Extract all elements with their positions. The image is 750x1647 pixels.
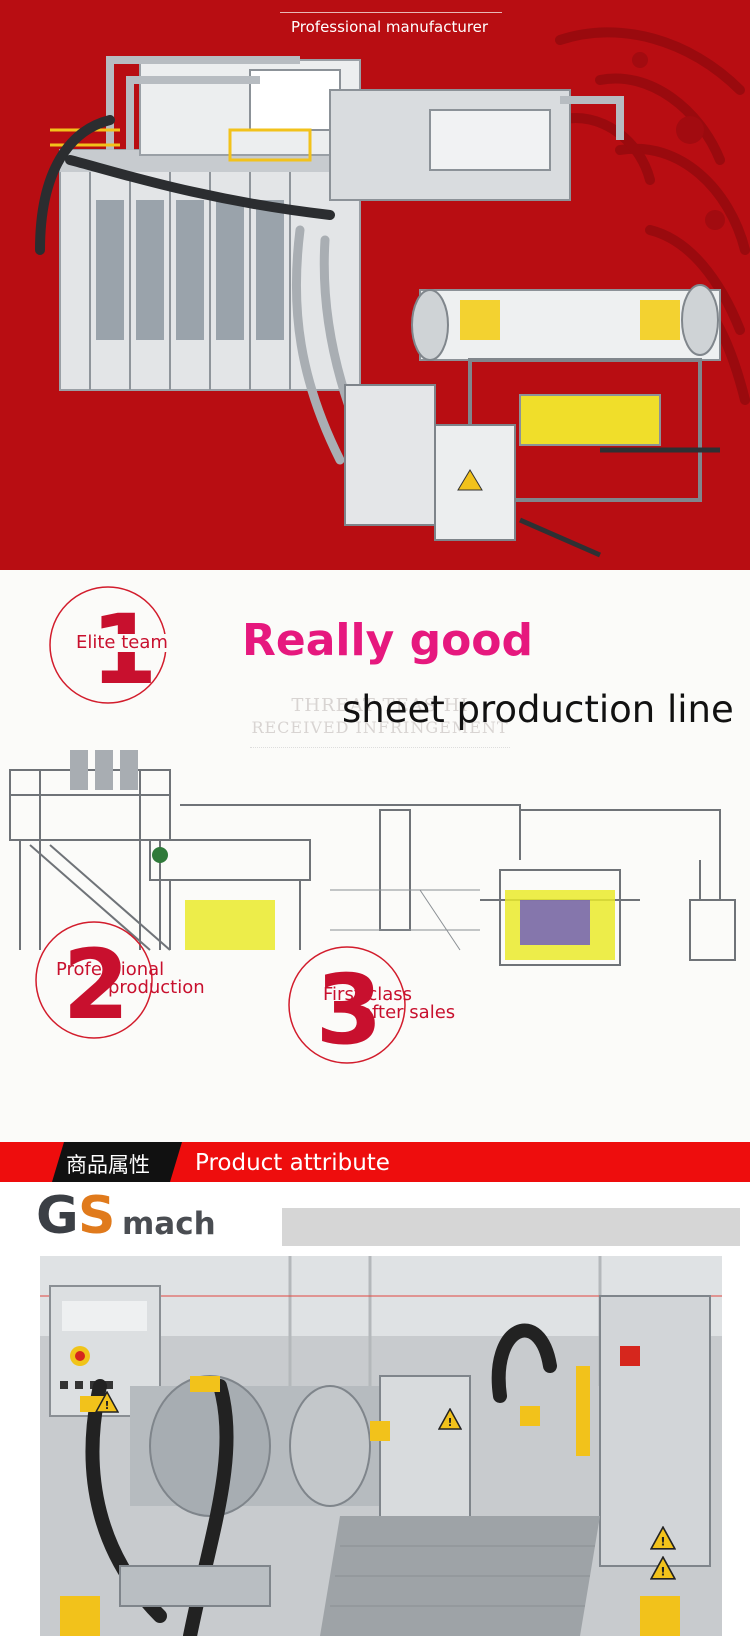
badge-first-class-after-sales: 3 First-class after sales [287,945,467,1065]
watermark-divider [250,747,510,748]
badge-2-label-line-2: production [108,977,205,998]
placeholder-bar [282,1208,740,1246]
watermark-line-1: THREAT TEAS HI [291,695,469,716]
features-section: Really good THREAT TEAS HI RECEIVED INFR… [0,570,750,1142]
headline-sheet-production-line: sheet production line [342,688,734,731]
attribute-label-cn: 商品属性 [66,1153,150,1177]
warning-triangle-icon: ! [95,1391,119,1413]
badge-3-graphic: 3 [288,946,406,1065]
watermark-line-2: RECEIVED INFRINGEMENT [251,718,509,737]
logo-word-mach: mach [122,1206,216,1242]
production-line-drawing [9,750,736,966]
badge-3-number: 3 [316,954,383,1065]
product-attribute-bar: 商品属性 Product attribute [0,1142,750,1182]
badge-2-graphic: 2 [35,921,153,1040]
cast-film-machine-image [35,56,721,558]
svg-text:!: ! [104,1399,109,1412]
badge-2-label-line-1: Professional [56,959,165,980]
attribute-label-en: Product attribute [195,1150,390,1176]
svg-text:!: ! [660,1565,665,1579]
hero-banner: Professional manufacturer [0,0,750,570]
badge-2-number: 2 [63,929,130,1040]
hero-subtitle: Professional manufacturer [291,18,489,36]
subtitle-divider [280,12,502,13]
badge-elite-team: 1 Elite team [46,585,176,705]
svg-text:!: ! [447,1416,452,1429]
logo-letter-g: G [36,1186,79,1246]
badge-professional-production: 2 Professional production [34,920,205,1040]
warning-triangle-icon: ! [650,1556,676,1580]
watermark-text: THREAT TEAS HI RECEIVED INFRINGEMENT [170,695,590,739]
badge-3-label-line-2: after sales [361,1002,456,1023]
attribute-tab-shape [52,1142,182,1182]
warning-triangle-icon: ! [438,1408,462,1430]
badge-3-label-line-1: First-class [323,984,413,1005]
headline-really-good: Really good [242,615,534,666]
svg-text:!: ! [660,1535,665,1549]
machine-photo-illustration [40,1256,722,1636]
logo-letter-s: S [78,1186,116,1246]
machine-photo: ! ! ! ! [40,1256,722,1636]
warning-triangle-icon: ! [650,1526,676,1550]
badge-1-label: Elite team [74,632,170,653]
